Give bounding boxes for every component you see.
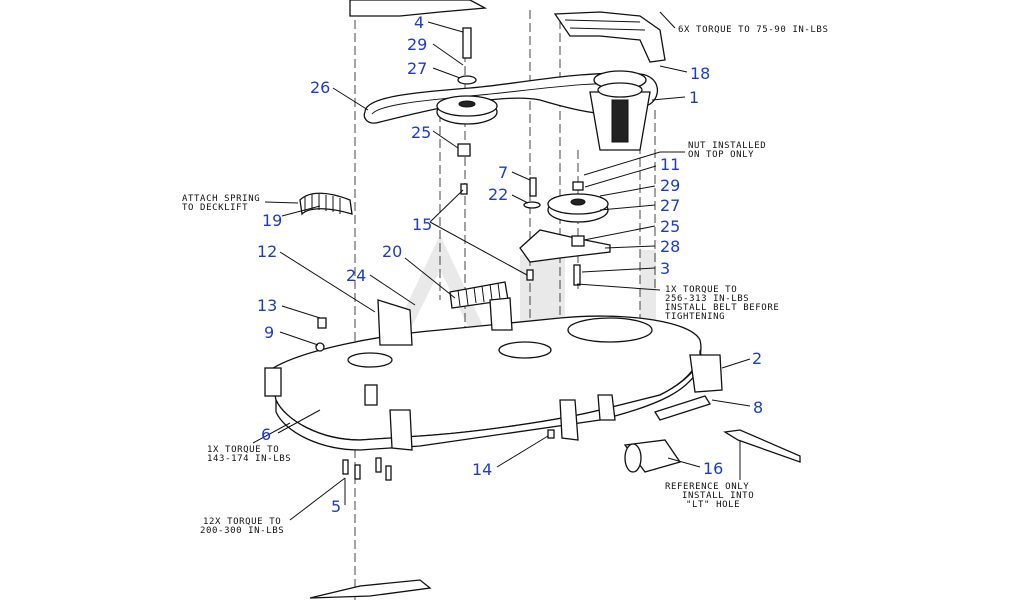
spacer-25-lower xyxy=(571,235,585,247)
note-12x-line2: 200-300 IN-LBS xyxy=(200,526,284,536)
note-nut-line2: ON TOP ONLY xyxy=(688,150,754,160)
callout-15: 15 xyxy=(412,215,432,234)
idler-arm-28 xyxy=(519,229,611,263)
note-143-line1: 1X TORQUE TO xyxy=(207,445,279,455)
gauge-wheel-16 xyxy=(623,439,682,473)
callout-numbers: 4 29 27 26 25 18 1 7 22 11 29 27 25 28 3… xyxy=(257,13,763,516)
callout-11: 11 xyxy=(660,155,680,174)
callout-7: 7 xyxy=(498,163,508,182)
callout-13: 13 xyxy=(257,296,277,315)
pin-rod xyxy=(723,429,801,463)
bolt-3 xyxy=(573,264,581,286)
deck-belt xyxy=(363,72,659,124)
callout-9: 9 xyxy=(264,323,274,342)
callout-14: 14 xyxy=(472,460,492,479)
spring-19 xyxy=(299,192,353,216)
top-left-cover xyxy=(349,0,488,17)
leader-lines xyxy=(252,11,751,521)
callout-20: 20 xyxy=(382,242,402,261)
callout-4: 4 xyxy=(414,13,424,32)
mower-deck xyxy=(264,297,723,451)
lift-rod-8 xyxy=(654,395,711,421)
nut-11 xyxy=(572,181,584,191)
callout-8: 8 xyxy=(753,398,763,417)
bolts-5 xyxy=(342,457,392,481)
bolt-4 xyxy=(462,27,472,59)
callout-28: 28 xyxy=(660,237,680,256)
callout-1: 1 xyxy=(689,88,699,107)
callout-29-upper: 29 xyxy=(407,35,427,54)
idler-pulley-upper xyxy=(436,95,498,125)
callout-2: 2 xyxy=(752,349,762,368)
note-1x-line3: INSTALL BELT BEFORE xyxy=(665,303,779,313)
note-ref-line1: REFERENCE ONLY xyxy=(665,482,749,492)
spacer-25-upper xyxy=(457,143,471,157)
callout-25-lower: 25 xyxy=(660,217,680,236)
note-nut-line1: NUT INSTALLED xyxy=(688,141,766,151)
note-ref-line2: INSTALL INTO xyxy=(682,491,754,501)
callout-27-lower: 27 xyxy=(660,196,680,215)
bolt-7 xyxy=(529,177,537,197)
note-spring-line2: TO DECKLIFT xyxy=(182,203,248,213)
note-spring-line1: ATTACH SPRING xyxy=(182,194,260,204)
washer-22 xyxy=(523,201,541,209)
blade xyxy=(309,579,432,599)
callout-19: 19 xyxy=(262,211,282,230)
right-belt-cover xyxy=(553,11,666,63)
callout-25-upper: 25 xyxy=(411,123,431,142)
note-1x-line1: 1X TORQUE TO xyxy=(665,285,737,295)
assembly-notes: 6X TORQUE TO 75-90 IN-LBS NUT INSTALLED … xyxy=(182,25,828,536)
note-1x-line4: TIGHTENING xyxy=(665,312,725,322)
spindle-assembly xyxy=(589,70,651,151)
callout-22: 22 xyxy=(488,185,508,204)
callout-26: 26 xyxy=(310,78,330,97)
callout-6: 6 xyxy=(261,425,271,444)
washer-29 xyxy=(457,75,477,85)
callout-3: 3 xyxy=(660,259,670,278)
note-ref-line3: "LT" HOLE xyxy=(686,500,740,510)
idler-pulley-lower xyxy=(547,193,609,223)
note-1x-line2: 256-313 IN-LBS xyxy=(665,294,749,304)
note-12x-line1: 12X TORQUE TO xyxy=(203,517,281,527)
callout-12: 12 xyxy=(257,242,277,261)
callout-18: 18 xyxy=(690,64,710,83)
callout-16: 16 xyxy=(703,459,723,478)
note-143-line2: 143-174 IN-LBS xyxy=(207,454,291,464)
callout-27-upper: 27 xyxy=(407,59,427,78)
callout-5: 5 xyxy=(331,497,341,516)
note-6x-torque: 6X TORQUE TO 75-90 IN-LBS xyxy=(678,25,828,35)
callout-29-lower: 29 xyxy=(660,176,680,195)
callout-24: 24 xyxy=(346,266,366,285)
